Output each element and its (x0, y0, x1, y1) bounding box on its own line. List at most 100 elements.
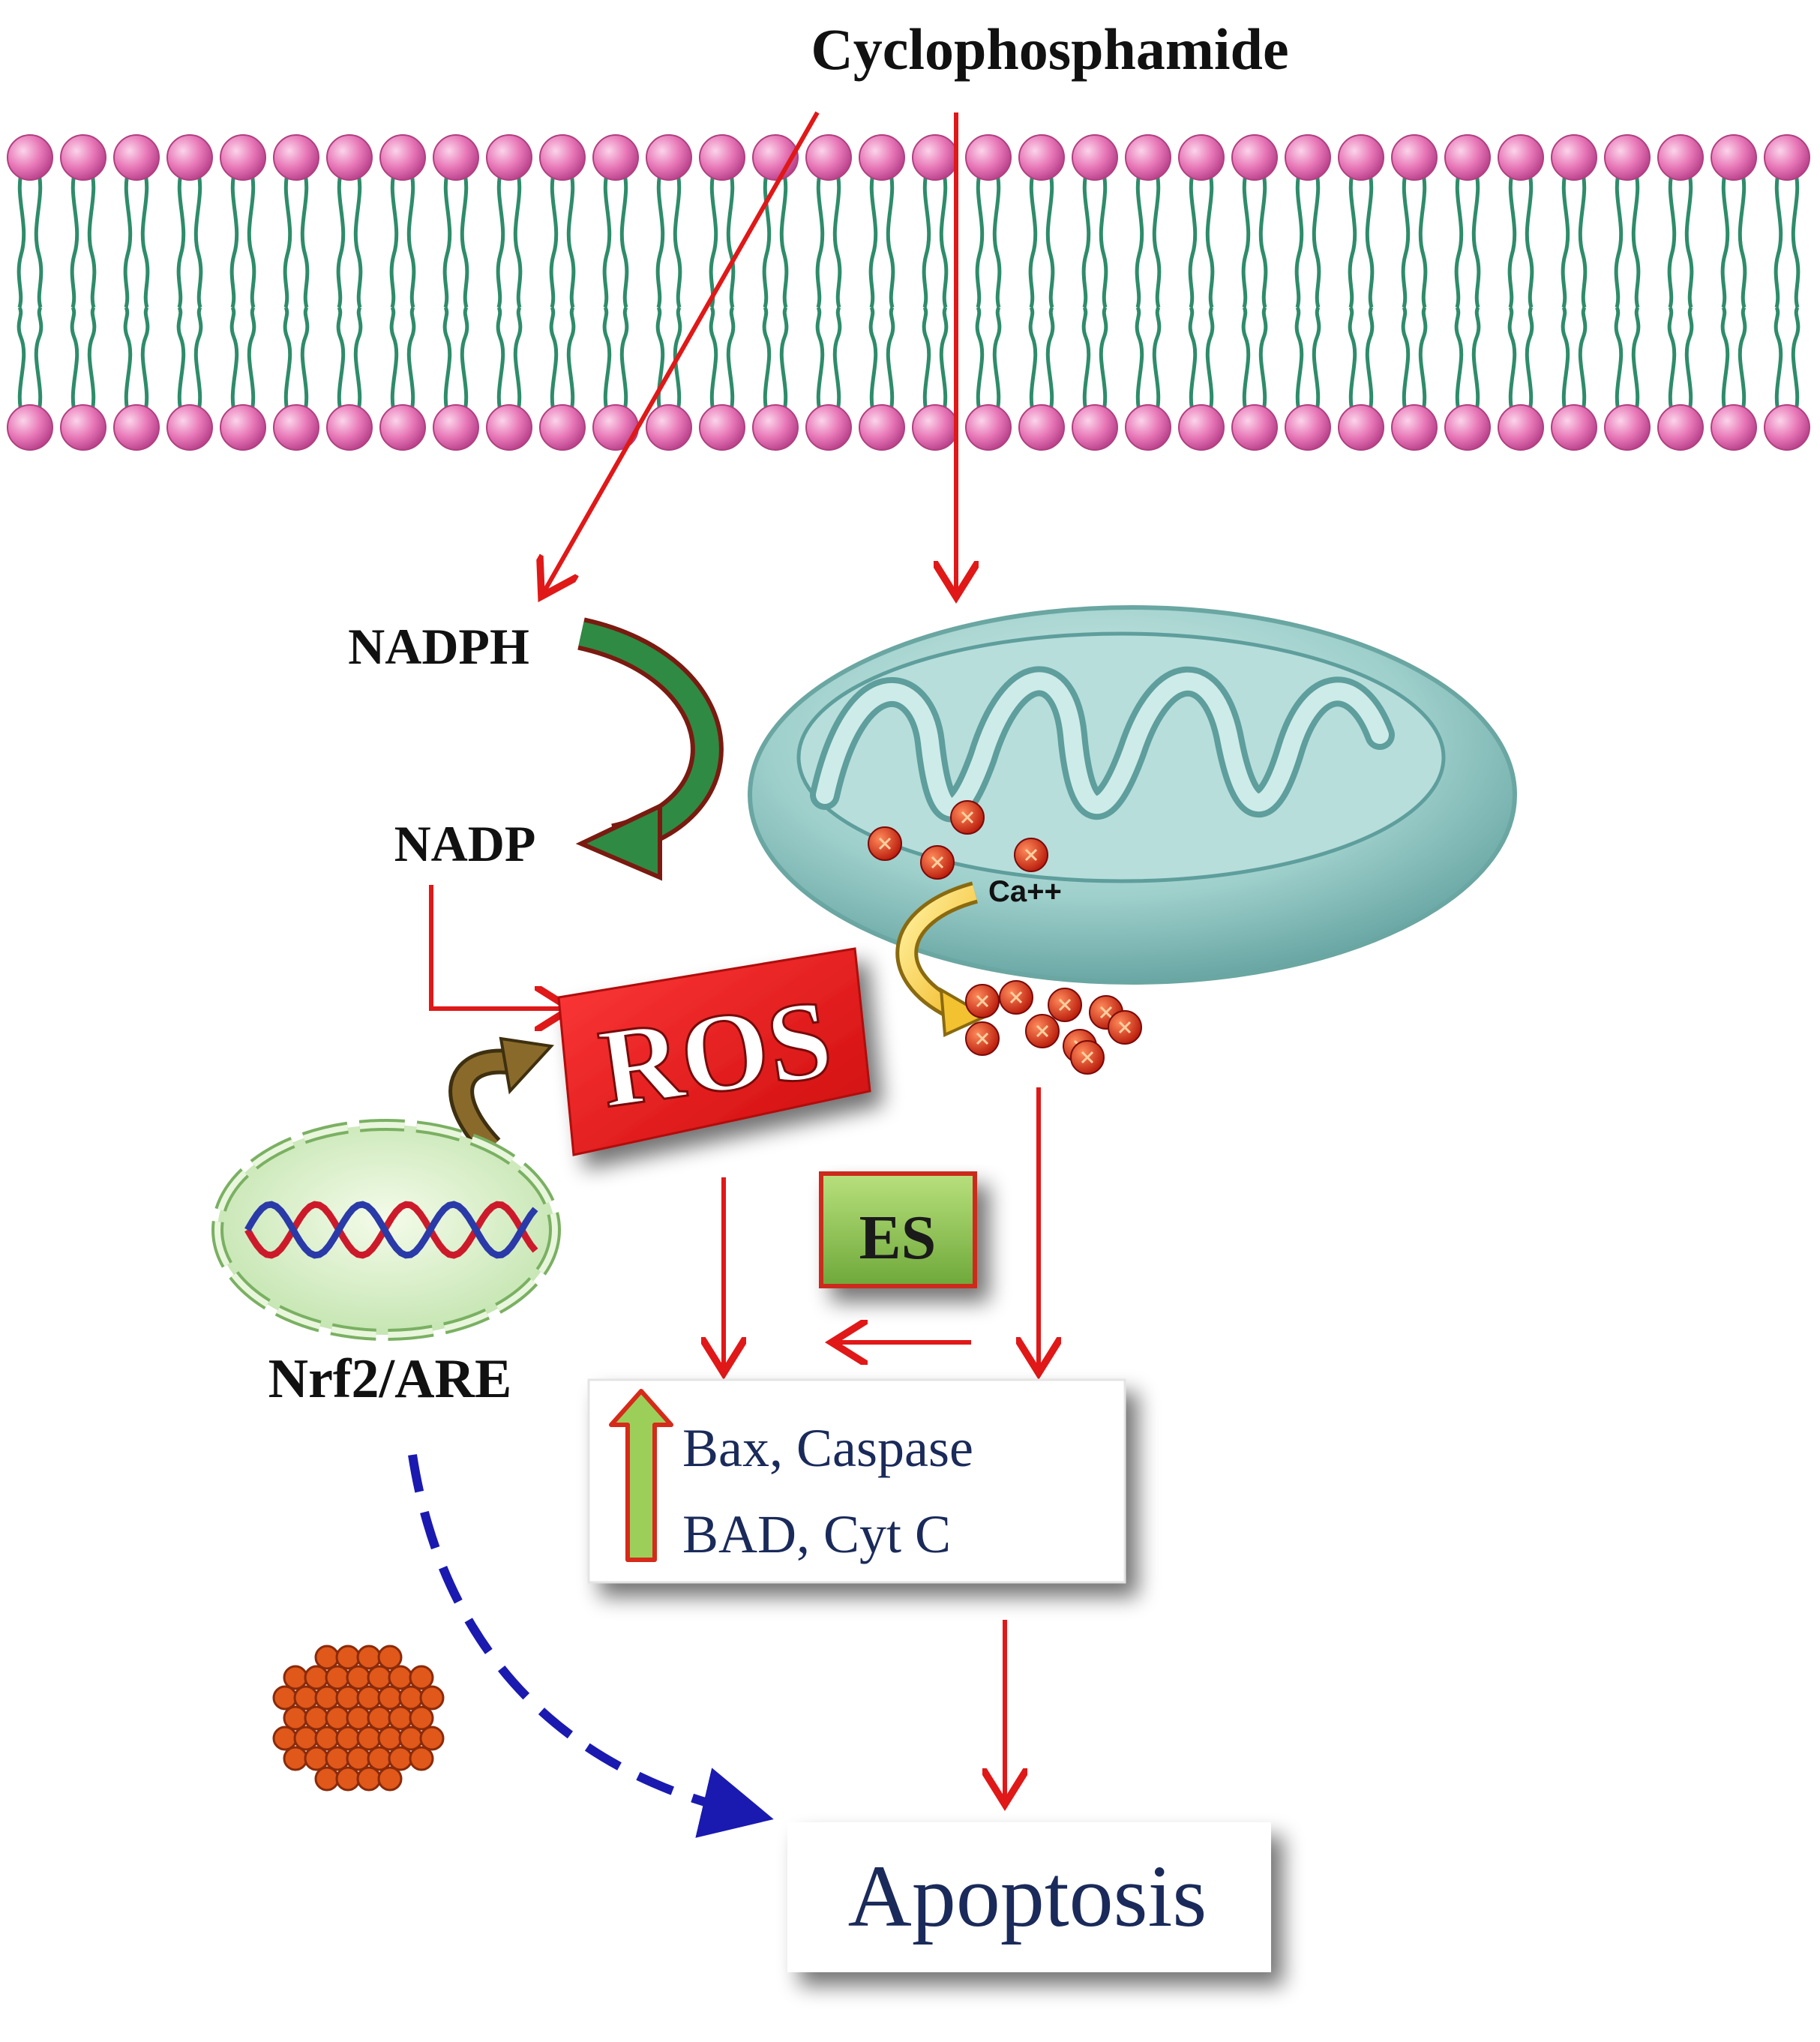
nrf2-to-apoptosis-dashed-arrow (408, 1454, 774, 1838)
lipid-tail (70, 306, 79, 417)
lipid-tail (655, 306, 665, 417)
lipid-tail (1348, 168, 1357, 308)
lipid-tail (193, 168, 203, 308)
nanoparticle (367, 1665, 392, 1690)
lipid-tail (602, 306, 612, 417)
calcium-ion (1014, 838, 1048, 872)
lipid-head (1391, 404, 1438, 451)
lipid-tail (1401, 306, 1411, 417)
lipid-tail (1791, 168, 1801, 308)
lipid-tail (1738, 306, 1747, 417)
nanoparticle (409, 1746, 434, 1771)
calcium-ion (965, 1021, 1000, 1056)
lipid-tail (1525, 306, 1534, 417)
nanoparticle (335, 1645, 361, 1670)
lipid-head (220, 404, 266, 451)
lipid-head (1178, 404, 1225, 451)
nanoparticle (314, 1766, 340, 1792)
nanoparticle (283, 1665, 308, 1690)
lipid-head (965, 404, 1012, 451)
lipid-tail (1507, 306, 1517, 417)
nanoparticle (335, 1685, 361, 1711)
calcium-ions-mitochondrial (868, 800, 1048, 880)
nadph-to-nadp-curve-arrow (575, 617, 724, 881)
arrow-drug-to-nadph (544, 111, 820, 592)
lipid-tail (1418, 306, 1428, 417)
lipid-tail (1045, 168, 1055, 308)
nanoparticle (346, 1705, 371, 1731)
lipid-head (379, 404, 426, 451)
lipid-head (1178, 134, 1225, 181)
lipid-head (1604, 134, 1651, 181)
lipid-tail (922, 168, 931, 308)
nanoparticle-cluster (272, 1645, 445, 1792)
lipid-tail (353, 168, 363, 308)
lipid-tail (1045, 306, 1055, 417)
nrf2-feedback-arrow (448, 1036, 555, 1156)
lipid-head (1125, 134, 1171, 181)
lipid-tail (1720, 168, 1730, 308)
lipid-tail (922, 306, 931, 417)
lipid-tail (939, 168, 949, 308)
nanoparticle (325, 1746, 350, 1771)
lipid-tail (1401, 168, 1411, 308)
lipid-head (1444, 134, 1491, 181)
lipid-head (859, 404, 905, 451)
lipid-head (7, 134, 53, 181)
nanoparticle (377, 1645, 403, 1670)
lipid-tail (1578, 168, 1588, 308)
lipid-tail (1507, 168, 1517, 308)
nanoparticle (356, 1726, 382, 1751)
lipid-tail (34, 306, 43, 417)
lipid-head (326, 134, 373, 181)
lipid-tail (123, 168, 133, 308)
lipid-head (1018, 134, 1065, 181)
calcium-ions-cytosolic (965, 980, 1142, 1075)
nanoparticle (377, 1766, 403, 1792)
lipid-head (60, 404, 106, 451)
lipid-tail (176, 168, 186, 308)
lipid-tail (16, 168, 26, 308)
lipid-tail (1631, 306, 1641, 417)
nanoparticle (346, 1665, 371, 1690)
nucleus-nrf2 (211, 1119, 561, 1341)
lipid-tail (1614, 168, 1624, 308)
lipid-tail (832, 306, 842, 417)
dna-strand (244, 1201, 538, 1259)
lipid-tail (815, 168, 825, 308)
nanoparticle (335, 1766, 361, 1792)
lipid-tail (1294, 306, 1304, 417)
lipid-tail (460, 168, 469, 308)
lipid-tail (513, 306, 523, 417)
markers-line-1: Bax, Caspase (682, 1418, 973, 1478)
lipid-tail (832, 168, 842, 308)
lipid-head (1764, 134, 1810, 181)
lipid-head (1231, 134, 1278, 181)
lipid-tail (762, 306, 772, 417)
lipid-tail (496, 306, 505, 417)
nanoparticle (398, 1685, 424, 1711)
lipid-head (433, 404, 479, 451)
calcium-ion (868, 826, 902, 861)
nadp-label: NADP (394, 815, 536, 872)
lipid-head (486, 404, 532, 451)
lipid-head (113, 134, 160, 181)
lipid-tail (1205, 168, 1215, 308)
lipid-tail (87, 168, 97, 308)
lipid-tail (1738, 168, 1747, 308)
lipid-tail (1525, 168, 1534, 308)
lipid-tail (247, 168, 256, 308)
lipid-head (1657, 404, 1704, 451)
lipid-tail (1294, 168, 1304, 308)
lipid-tail (1365, 306, 1375, 417)
lipid-tail (1312, 168, 1321, 308)
lipid-head (1285, 134, 1331, 181)
lipid-tail (1258, 168, 1268, 308)
lipid-tail (1561, 306, 1570, 417)
lipid-tail (1418, 168, 1428, 308)
lipid-head (805, 404, 852, 451)
lipid-head (7, 404, 53, 451)
lipid-tail (283, 168, 292, 308)
lipid-head (1231, 404, 1278, 451)
